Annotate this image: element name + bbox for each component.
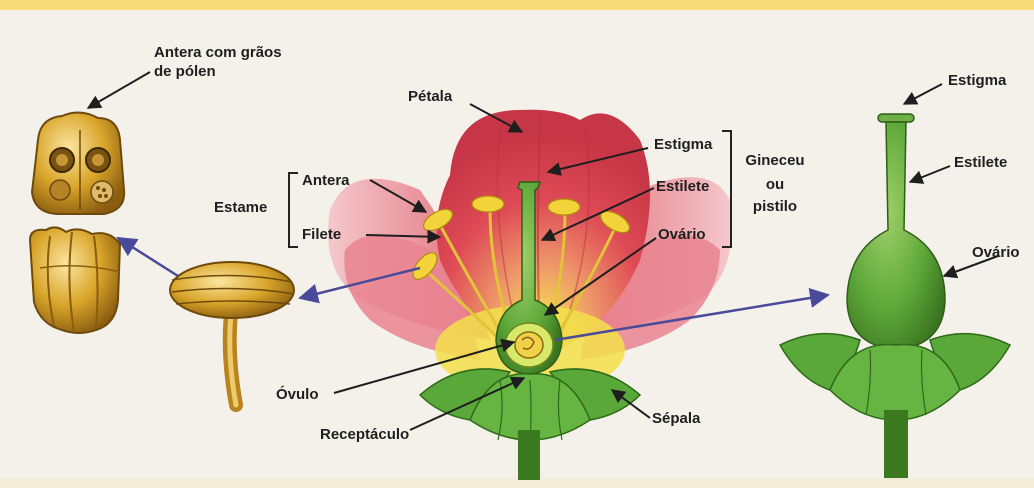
bottom-strip bbox=[0, 478, 1034, 488]
label-antera: Antera bbox=[302, 172, 350, 190]
label-ou: ou bbox=[740, 176, 810, 194]
anther-cross-section bbox=[32, 112, 124, 214]
label-filete: Filete bbox=[302, 226, 341, 244]
label-de-polen: de pólen bbox=[154, 63, 216, 81]
label-ovario: Ovário bbox=[658, 226, 706, 244]
label-estame: Estame bbox=[214, 199, 267, 217]
estame-bracket bbox=[288, 172, 298, 248]
label-estilete-right: Estilete bbox=[954, 154, 1007, 172]
top-strip bbox=[0, 0, 1034, 10]
label-receptaculo: Receptáculo bbox=[320, 426, 409, 444]
label-ovulo: Óvulo bbox=[276, 386, 319, 404]
stamen-enlarged bbox=[170, 262, 294, 405]
pointer-antera-graos bbox=[88, 72, 150, 108]
arrow-anther-to-section bbox=[118, 238, 178, 276]
anther-whole bbox=[30, 227, 120, 333]
label-antera-com-graos: Antera com grãos bbox=[154, 44, 282, 62]
pointer-estigma-right bbox=[904, 84, 942, 104]
label-gineceu: Gineceu bbox=[740, 152, 810, 170]
pointer-estilete-right bbox=[910, 166, 950, 182]
label-sepala: Sépala bbox=[652, 410, 700, 428]
label-ovario-right: Ovário bbox=[972, 244, 1020, 262]
label-pistilo: pistilo bbox=[740, 198, 810, 216]
gineceu-bracket bbox=[722, 130, 732, 248]
label-petala: Pétala bbox=[408, 88, 452, 106]
label-estilete: Estilete bbox=[656, 178, 709, 196]
label-estigma: Estigma bbox=[654, 136, 712, 154]
label-estigma-right: Estigma bbox=[948, 72, 1006, 90]
